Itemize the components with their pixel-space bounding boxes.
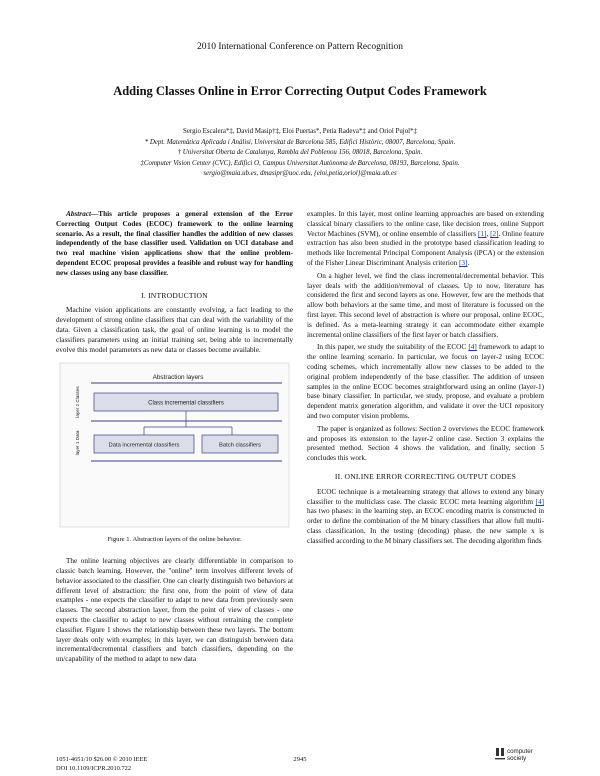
figure-box-class-incremental-label: Class incremental classifiers: [148, 401, 224, 407]
conference-header: 2010 International Conference on Pattern…: [196, 42, 404, 52]
figure-box-data-incremental: [93, 435, 195, 454]
affiliation-3: ‡Computer Vision Center (CVC), Edifici O…: [140, 159, 460, 167]
figure-side-label-layer1: layer 1 Data: [75, 431, 80, 456]
computer-society-logo-mark-icon: [495, 748, 505, 760]
figure-box-batch: [201, 435, 279, 454]
author-emails: sergio@maia.ub.es, dmasipr@uoc.edu, {elo…: [203, 170, 397, 177]
computer-society-logo: computer society: [493, 746, 553, 770]
footer-copyright: 1051-4651/10 $26.00 © 2010 IEEE DOI 10.1…: [56, 756, 147, 773]
text-span: ,: [486, 229, 491, 238]
abstract-text: —This article proposes a general extensi…: [56, 210, 293, 277]
author-block: Sergio Escalera*‡, David Masip†‡, Eloi P…: [60, 127, 540, 180]
text-span: examples. In this layer, most online lea…: [307, 210, 544, 238]
logo-line-2: society: [507, 754, 527, 762]
citation-4[interactable]: [4]: [468, 343, 477, 352]
text-span: In this paper, we study the suitability …: [317, 343, 469, 352]
intro-paragraph-4: On a higher level, we find the class inc…: [307, 271, 544, 339]
figure-box-batch-label: Batch classifiers: [219, 443, 261, 449]
computer-society-logo-text: computer society: [507, 748, 533, 762]
left-column: Abstract—This article proposes a general…: [56, 210, 293, 668]
intro-paragraph-2: The online learning objectives are clear…: [56, 557, 293, 664]
intro-paragraph-6: The paper is organized as follows: Secti…: [307, 424, 544, 463]
section-heading-online-ecoc: II. ONLINE ERROR CORRECTING OUTPUT CODES: [334, 471, 517, 481]
right-column: examples. In this layer, most online lea…: [307, 210, 544, 550]
citation-5[interactable]: [4]: [535, 497, 544, 506]
abstraction-layers-diagram: Abstraction layers Class incremental cla…: [59, 363, 290, 528]
logo-line-1: computer: [507, 748, 533, 755]
paper-title: Adding Classes Online in Error Correctin…: [113, 84, 487, 98]
text-span: ECOC technique is a metalearning strateg…: [307, 487, 544, 506]
page-number: 2945: [293, 756, 307, 763]
footer-issn: 1051-4651/10 $26.00 © 2010 IEEE: [56, 756, 148, 763]
ecoc-paragraph-1: ECOC technique is a metalearning strateg…: [307, 488, 544, 547]
author-names: Sergio Escalera*‡, David Masip†‡, Eloi P…: [183, 128, 417, 135]
figure-box-data-incremental-label: Data incremental classifiers: [109, 443, 180, 449]
figure-top-label: Abstraction layers: [153, 374, 204, 381]
citation-2[interactable]: [2]: [490, 229, 499, 238]
intro-paragraph-1: Machine vision applications are constant…: [56, 306, 293, 354]
text-span: framework to adapt to the online learnin…: [307, 343, 544, 420]
affiliation-1: * Dept. Matemàtica Aplicada i Anàlisi, U…: [144, 138, 456, 146]
footer-doi: DOI 10.1109/ICPR.2010.722: [56, 764, 132, 772]
figure-1: Abstraction layers Class incremental cla…: [56, 359, 293, 531]
citation-3[interactable]: [3]: [459, 258, 468, 267]
text-span: . Online feature extraction has also bee…: [307, 229, 545, 267]
abstract-lead: Abstract: [66, 210, 91, 218]
text-span: has two phases: in the learning step, an…: [307, 507, 544, 545]
intro-paragraph-5: In this paper, we study the suitability …: [307, 343, 544, 421]
citation-1[interactable]: [1]: [477, 229, 487, 238]
figure-side-label-layer2: layer 2 Classes: [75, 386, 80, 418]
section-heading-introduction: I. INTRODUCTION: [141, 290, 208, 300]
text-span: .: [467, 258, 470, 267]
abstract: Abstract—This article proposes a general…: [56, 210, 293, 279]
figure-1-caption: Figure 1. Abstraction layers of the onli…: [107, 536, 242, 544]
affiliation-2: † Universitat Oberta de Catalunya, Rambl…: [177, 149, 423, 156]
intro-paragraph-3: examples. In this layer, most online lea…: [307, 210, 544, 269]
